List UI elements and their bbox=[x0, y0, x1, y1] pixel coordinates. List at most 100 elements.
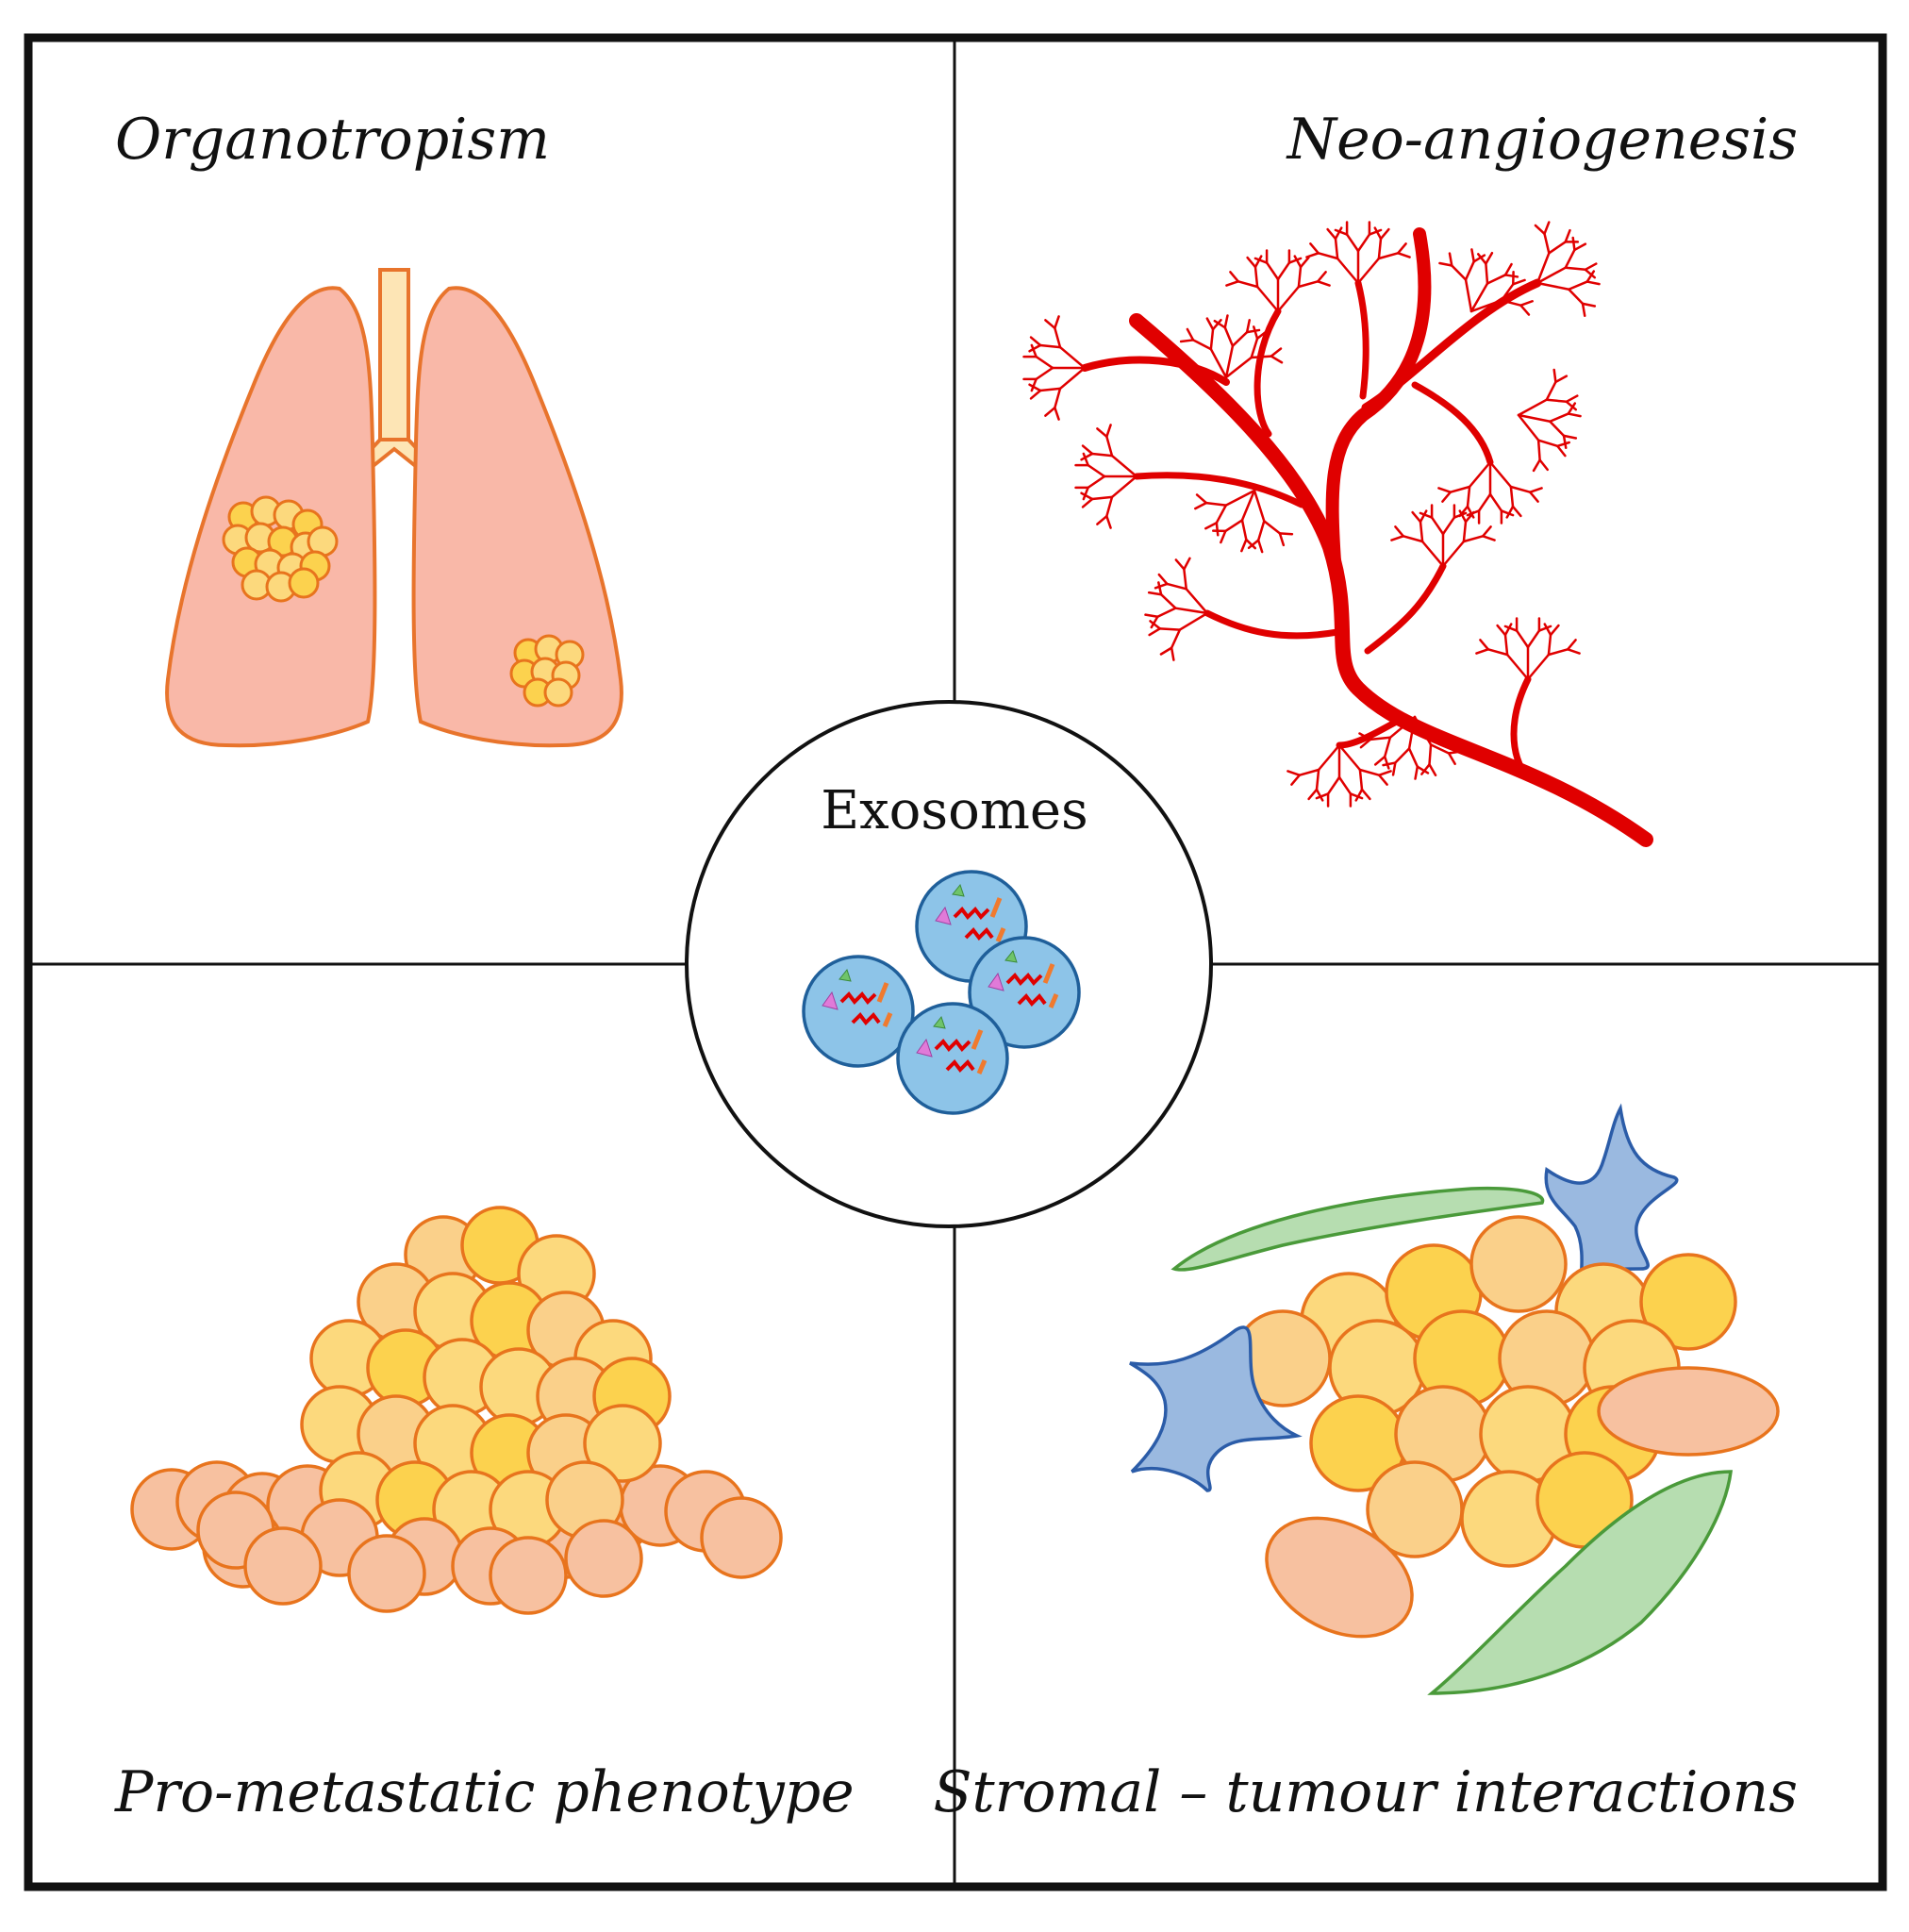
capillary bbox=[1545, 398, 1569, 404]
capillary bbox=[1081, 497, 1094, 508]
capillary bbox=[1191, 339, 1213, 351]
capillary bbox=[1377, 237, 1383, 260]
capillary bbox=[1503, 262, 1513, 276]
capillary bbox=[1485, 251, 1494, 265]
capillary bbox=[1298, 768, 1320, 776]
capillary bbox=[1336, 257, 1360, 285]
capillary bbox=[1394, 525, 1405, 538]
capillary bbox=[1250, 337, 1259, 359]
capillary bbox=[1414, 765, 1419, 780]
capillary bbox=[1407, 715, 1417, 750]
lung-metastasis-left bbox=[222, 495, 339, 603]
capillary bbox=[1287, 257, 1303, 264]
tumour-mass bbox=[300, 1206, 672, 1549]
capillary bbox=[1220, 529, 1227, 544]
capillary bbox=[1038, 387, 1062, 392]
capillary bbox=[1534, 224, 1546, 236]
capillary bbox=[1485, 262, 1489, 285]
capillary bbox=[1368, 228, 1383, 236]
trachea bbox=[378, 268, 410, 441]
capillary bbox=[1360, 788, 1371, 801]
capillary bbox=[1369, 736, 1392, 741]
capillary bbox=[1564, 248, 1576, 269]
capillary bbox=[1358, 768, 1381, 776]
capillary bbox=[1571, 236, 1576, 252]
capillary bbox=[1466, 485, 1471, 508]
capillary bbox=[1479, 639, 1490, 651]
capillary bbox=[1503, 274, 1519, 278]
vessel-branch bbox=[1361, 278, 1542, 412]
exosome-cargo bbox=[838, 968, 852, 982]
capillary bbox=[1278, 532, 1294, 536]
vessel-branch bbox=[1336, 713, 1409, 749]
capillary bbox=[1581, 302, 1597, 308]
capillary bbox=[1081, 444, 1094, 456]
capillary bbox=[1528, 491, 1539, 503]
capillary bbox=[1253, 325, 1259, 341]
stellate-cell-blue-left bbox=[1129, 1325, 1303, 1492]
capillary bbox=[1481, 525, 1492, 538]
capillary bbox=[1536, 252, 1551, 285]
capillary bbox=[1170, 628, 1182, 649]
tumour-cell bbox=[543, 677, 573, 708]
capillary bbox=[1105, 435, 1114, 458]
fibroblast-green-top bbox=[1170, 1186, 1545, 1272]
capillary bbox=[1383, 736, 1392, 758]
capillary bbox=[1105, 424, 1112, 439]
capillary bbox=[1149, 620, 1162, 630]
capillary bbox=[1293, 255, 1303, 269]
capillary bbox=[1245, 538, 1257, 550]
capillary bbox=[1276, 285, 1301, 313]
capillary bbox=[1449, 485, 1471, 493]
capillary bbox=[1240, 489, 1256, 522]
capillary bbox=[1349, 792, 1364, 800]
capillary bbox=[1517, 398, 1549, 417]
capillary bbox=[1420, 763, 1431, 775]
capillary bbox=[1337, 775, 1353, 795]
exosome-protein bbox=[876, 982, 893, 1027]
capillary bbox=[1466, 505, 1475, 519]
capillary bbox=[1441, 540, 1466, 568]
capillary bbox=[1334, 226, 1343, 241]
capillary bbox=[1030, 343, 1038, 358]
capillary bbox=[1477, 492, 1492, 512]
capillary bbox=[1536, 266, 1568, 285]
capillary bbox=[1528, 487, 1543, 493]
capillary bbox=[1270, 347, 1283, 358]
capillary bbox=[1255, 285, 1280, 313]
capillary bbox=[1044, 406, 1056, 417]
capillary bbox=[1224, 344, 1235, 379]
capillary bbox=[1297, 265, 1303, 289]
capillary bbox=[1452, 511, 1468, 519]
capillary bbox=[1317, 743, 1341, 772]
vessel-main-branch bbox=[1325, 227, 1432, 568]
exosome-cargo bbox=[916, 1038, 933, 1058]
peach-cell bbox=[564, 1519, 643, 1598]
vessel-main-trunk bbox=[1129, 313, 1653, 847]
vessel-branch bbox=[1354, 279, 1370, 400]
capillary bbox=[1105, 514, 1112, 529]
capillary bbox=[1183, 568, 1187, 591]
capillary bbox=[1278, 532, 1286, 547]
capillary bbox=[1402, 535, 1424, 543]
capillary bbox=[1354, 788, 1364, 802]
capillary bbox=[1223, 326, 1235, 347]
capillary bbox=[1246, 256, 1257, 269]
capillary bbox=[1326, 775, 1341, 795]
capillary bbox=[1166, 582, 1187, 591]
vessel-branch bbox=[1253, 308, 1282, 438]
capillary bbox=[1326, 227, 1337, 241]
capillary bbox=[1245, 319, 1252, 334]
fibroblast-green-bottom bbox=[1427, 1470, 1733, 1695]
capillary bbox=[1247, 539, 1260, 550]
capillary bbox=[1144, 613, 1159, 618]
capillary bbox=[1334, 228, 1349, 236]
capillary bbox=[1359, 738, 1372, 749]
capillary bbox=[1379, 227, 1390, 241]
capillary bbox=[1373, 755, 1386, 766]
capillary bbox=[1464, 510, 1475, 524]
capillary bbox=[1253, 255, 1263, 269]
capillary bbox=[1549, 412, 1569, 424]
capillary bbox=[1096, 427, 1108, 439]
capillary bbox=[1573, 242, 1587, 252]
